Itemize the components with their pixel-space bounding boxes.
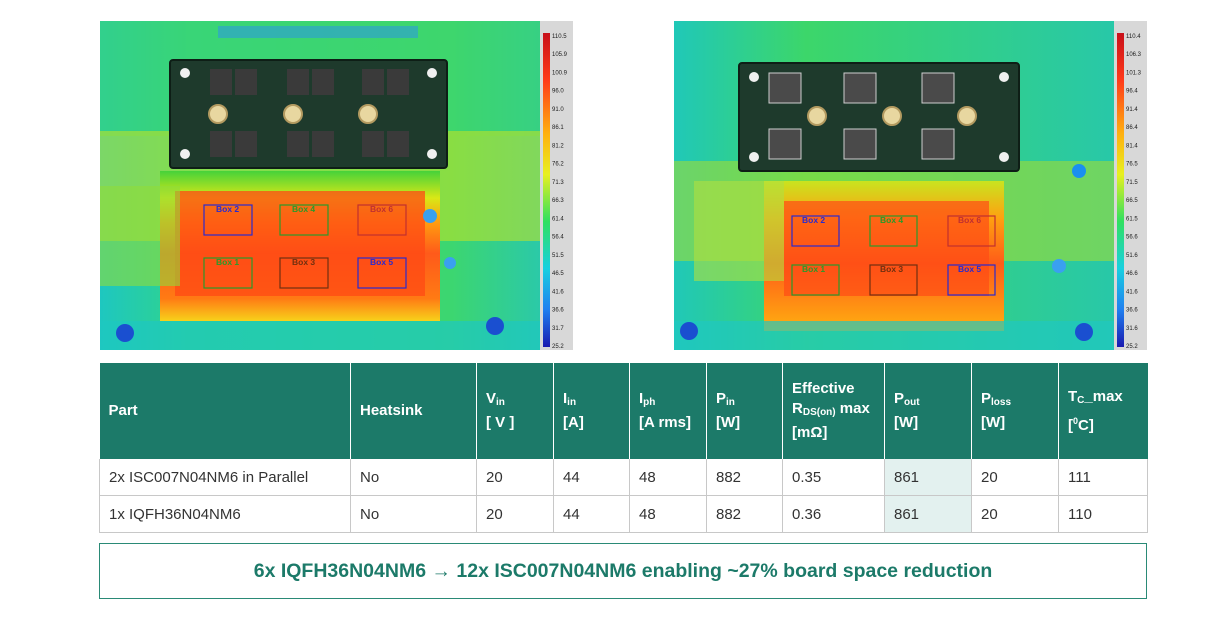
scale-label: 91.4 [1126,107,1138,113]
scale-label: 36.6 [552,308,564,314]
scale-label: 51.6 [1126,253,1138,259]
scale-label: 110.5 [552,34,567,40]
scale-label: 110.4 [1126,34,1141,40]
scale-label: 81.2 [552,143,564,149]
cell-iph: 48 [629,495,707,533]
cell-pin: 882 [706,495,783,533]
scale-label: 46.5 [552,271,564,277]
scale-label: 41.6 [552,289,564,295]
scale-label: 105.9 [552,52,568,58]
comparison-table: Part Heatsink Vin[ V ] Iin[A] Iph[A rms]… [99,363,1148,533]
scale-label: 36.6 [1126,308,1138,314]
scale-label: 101.3 [1126,70,1142,76]
cell-pin: 882 [706,459,783,496]
box-label: Box 5 [370,257,393,267]
scale-label: 81.4 [1126,143,1138,149]
scale-label: 86.1 [552,125,564,131]
scale-label: 61.4 [552,216,564,222]
scale-label: 25.2 [552,344,564,350]
scale-label: 91.0 [552,107,564,113]
box-label: Box 2 [802,215,825,225]
scale-label: 51.5 [552,253,564,259]
col-pout: Pout[W] [884,363,972,459]
scale-label: 66.3 [552,198,564,204]
scale-label: 86.4 [1126,125,1138,131]
col-iph: Iph[A rms] [629,363,707,459]
cell-iin: 44 [553,459,630,496]
cell-heatsink: No [350,495,477,533]
scale-label: 25.2 [1126,344,1138,350]
scale-label: 66.5 [1126,198,1138,204]
col-ploss: Ploss[W] [971,363,1059,459]
scale-label: 31.7 [552,326,564,332]
cell-tc: 111 [1058,459,1148,496]
col-pin: Pin[W] [706,363,783,459]
box-label: Box 4 [880,215,903,225]
scale-label: 31.6 [1126,326,1138,332]
table-row: 2x ISC007N04NM6 in Parallel No 20 44 48 … [99,459,1148,496]
box-label: Box 5 [958,264,981,274]
cell-vin: 20 [476,495,554,533]
scale-label: 56.6 [1126,235,1138,241]
cell-tc: 110 [1058,495,1148,533]
cell-rds: 0.36 [782,495,885,533]
col-heatsink: Heatsink [350,363,477,459]
box-label: Box 4 [292,204,315,214]
temperature-scale: 110.5 105.9 100.9 96.0 91.0 86.1 81.2 76.2 71.3 6… [552,34,568,350]
cell-iph: 48 [629,459,707,496]
cell-rds: 0.35 [782,459,885,496]
scale-label: 61.5 [1126,216,1138,222]
box-label: Box 1 [802,264,825,274]
box-label: Box 3 [292,257,315,267]
cell-iin: 44 [553,495,630,533]
cell-vin: 20 [476,459,554,496]
table-row: 1x IQFH36N04NM6 No 20 44 48 882 0.36 861… [99,495,1148,533]
scale-label: 41.6 [1126,289,1138,295]
table-header-row: Part Heatsink Vin[ V ] Iin[A] Iph[A rms]… [99,363,1148,459]
box-label: Box 2 [216,204,239,214]
scale-label: 96.4 [1126,89,1138,95]
box-label: Box 3 [880,264,903,274]
box-label: Box 6 [370,204,393,214]
summary-banner: 6x IQFH36N04NM6 → 12x ISC007N04NM6 enabl… [99,543,1147,599]
temperature-scale: 110.4 106.3 101.3 96.4 91.4 86.4 81.4 76.5 71.5 6… [1126,34,1142,350]
box-label: Box 6 [958,215,981,225]
col-iin: Iin[A] [553,363,630,459]
scale-label: 71.5 [1126,180,1138,186]
col-part: Part [99,363,351,459]
col-vin: Vin[ V ] [476,363,554,459]
scale-label: 76.5 [1126,162,1138,168]
cell-pout: 861 [884,495,972,533]
cell-part: 1x IQFH36N04NM6 [99,495,351,533]
scale-label: 46.6 [1126,271,1138,277]
thermal-image-left: Box 2 Box 4 Box 6 Box 1 Box 3 Box 5 110.… [100,21,573,350]
cell-ploss: 20 [971,459,1059,496]
scale-label: 56.4 [552,235,564,241]
box-label: Box 1 [216,257,239,267]
cell-part: 2x ISC007N04NM6 in Parallel [99,459,351,496]
cell-pout: 861 [884,459,972,496]
thermal-image-right: Box 2 Box 4 Box 6 Box 1 Box 3 Box 5 110.… [674,21,1147,350]
cell-ploss: 20 [971,495,1059,533]
scale-label: 71.3 [552,180,564,186]
scale-label: 96.0 [552,89,564,95]
scale-label: 76.2 [552,162,564,168]
scale-label: 100.9 [552,70,568,76]
scale-label: 106.3 [1126,52,1142,58]
col-tc: TC_max[0C] [1058,363,1148,459]
cell-heatsink: No [350,459,477,496]
